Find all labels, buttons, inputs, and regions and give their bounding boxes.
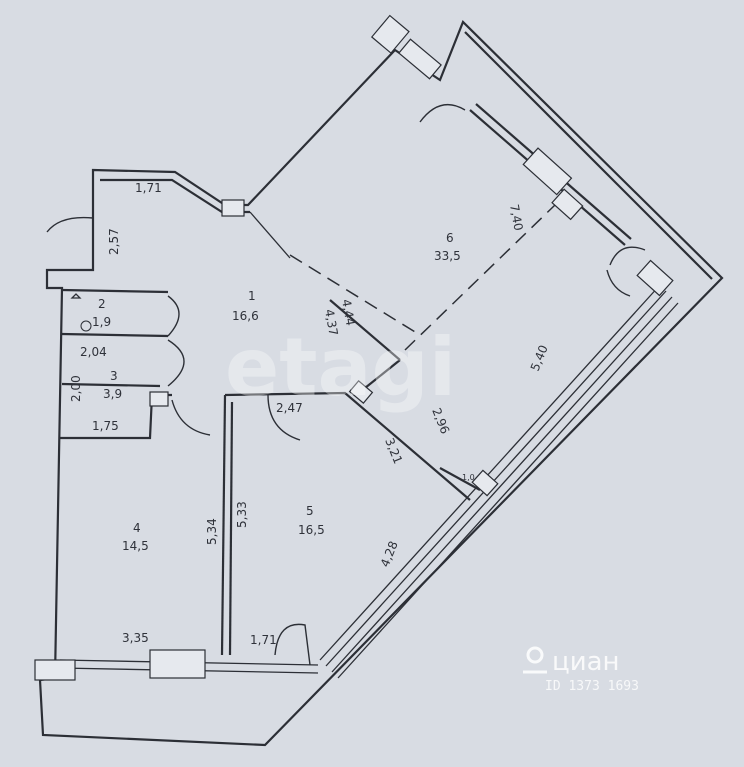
room-6-number: 6 xyxy=(446,231,454,245)
ventilation-marker xyxy=(80,320,92,332)
zone-dash-line xyxy=(289,254,421,336)
room-1-number: 1 xyxy=(248,289,256,303)
room-2-area: 1,9 xyxy=(92,315,111,329)
window-blocks xyxy=(149,14,674,497)
room-3-area: 3,9 xyxy=(103,387,122,401)
dim-1-71-bottom: 1,71 xyxy=(250,633,277,647)
dim-5-33: 5,33 xyxy=(235,501,249,528)
room-4-area: 14,5 xyxy=(122,539,149,553)
corner-marker xyxy=(70,293,82,299)
room-1-area: 16,6 xyxy=(232,309,259,323)
bottom-window-wall xyxy=(34,649,319,681)
dim-1-0: 1,0 xyxy=(462,473,475,482)
dim-4-37: 4,37 xyxy=(322,308,340,337)
room-6-area: 33,5 xyxy=(434,249,461,263)
cian-name: циан xyxy=(552,647,620,677)
dim-4-44: 4,44 xyxy=(339,298,357,327)
cian-id: ID 1373 1693 xyxy=(545,679,639,694)
dim-3-35: 3,35 xyxy=(122,631,149,645)
cian-watermark: циан ID 1373 1693 xyxy=(523,646,639,694)
room-4-number: 4 xyxy=(133,521,141,535)
dim-1-75: 1,75 xyxy=(92,419,119,433)
room-2-number: 2 xyxy=(98,297,106,311)
cian-logo-icon xyxy=(523,646,547,674)
dim-2-04: 2,04 xyxy=(80,345,107,359)
dim-5-34: 5,34 xyxy=(205,518,219,545)
dim-7-40: 7,40 xyxy=(507,203,525,232)
room-labels: 1 16,6 2 1,9 3 3,9 4 14,5 5 16,5 6 33,5 xyxy=(92,231,461,553)
room-5-number: 5 xyxy=(306,504,314,518)
diagonal-window-wall xyxy=(319,284,679,679)
room6-dash-line xyxy=(404,204,556,351)
dim-2-47: 2,47 xyxy=(276,401,303,415)
doors xyxy=(46,103,646,666)
room-3-number: 3 xyxy=(110,369,118,383)
dim-2-57: 2,57 xyxy=(107,228,121,255)
etagi-watermark: etagi xyxy=(225,321,456,414)
dim-1-71-top: 1,71 xyxy=(135,181,162,195)
room-5-area: 16,5 xyxy=(298,523,325,537)
dim-2-00: 2,00 xyxy=(69,375,83,402)
